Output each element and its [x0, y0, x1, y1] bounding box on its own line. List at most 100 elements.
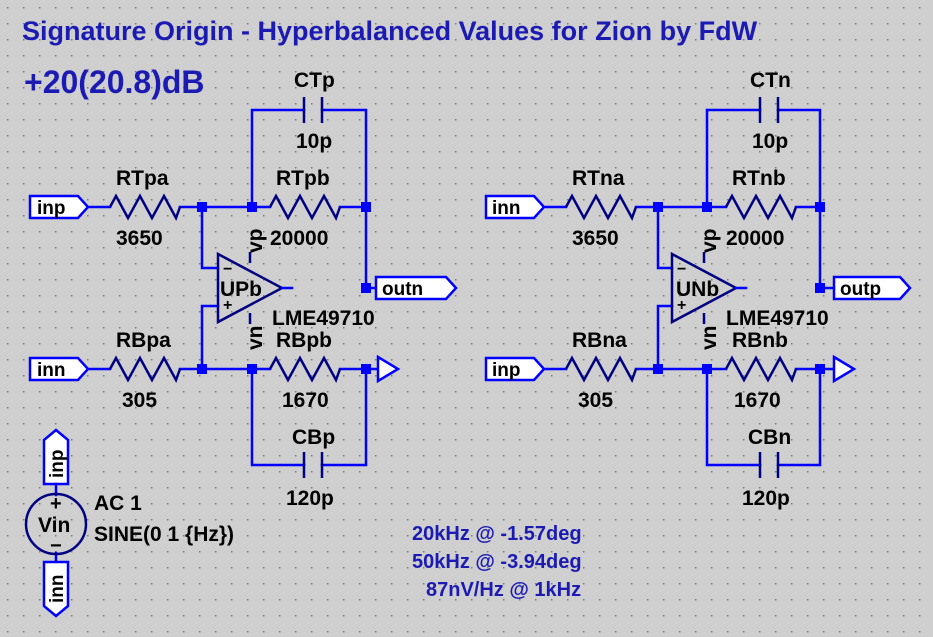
left-stage: − + inp inn outn CTp 10p RTpa 3650 RTpb … — [28, 69, 458, 510]
flag-inn-source-label: inn — [47, 575, 68, 604]
schematic-title: Signature Origin - Hyperbalanced Values … — [22, 16, 758, 46]
wire-plus-left — [200, 304, 220, 371]
flag-inp-right — [484, 356, 546, 382]
wire-cb-loop-left — [250, 367, 368, 467]
note-line-2: 50kHz @ -3.94deg — [412, 551, 582, 573]
cbn-name: CBn — [748, 426, 791, 449]
gain-label: +20(20.8)dB — [24, 64, 205, 100]
flag-outn — [374, 275, 458, 301]
flag-inn-left-label: inn — [37, 360, 66, 381]
junction — [197, 202, 207, 212]
capacitor-ctp — [302, 97, 324, 123]
ground-symbol-left — [376, 354, 401, 384]
junction — [815, 364, 825, 374]
right-stage: − + inn inp outp CTn 10p RTna 3650 RTnb … — [484, 69, 912, 510]
source-name: Vin — [38, 514, 70, 537]
opamp-upb-plus: + — [223, 297, 232, 314]
flag-inn-right-label: inn — [492, 198, 521, 219]
rtpa-name: RTpa — [116, 167, 169, 190]
flag-outp — [832, 275, 912, 301]
source-sine: SINE(0 1 {Hz}) — [94, 523, 234, 546]
opamp-upb-minus: − — [223, 261, 232, 278]
resistor-rbpb — [268, 355, 342, 384]
junction — [653, 202, 663, 212]
opamp-unb-vp: vp — [698, 228, 721, 253]
wire-plus-right — [656, 304, 674, 371]
ctp-value: 10p — [296, 130, 332, 153]
ctn-value: 10p — [752, 130, 788, 153]
opamp-unb-plus: + — [677, 297, 686, 314]
wire-minus-right — [656, 205, 674, 270]
cbn-value: 120p — [742, 487, 790, 510]
flag-inn-right — [484, 194, 546, 220]
opamp-upb-vp: vp — [244, 228, 267, 253]
opamp-upb-vn: vn — [244, 325, 267, 350]
flag-inp-source-label: inp — [47, 450, 68, 479]
junction — [653, 364, 663, 374]
ctp-name: CTp — [294, 69, 335, 92]
ctn-name: CTn — [750, 69, 791, 92]
opamp-upb-model: LME49710 — [272, 307, 375, 330]
resistor-rtna — [564, 193, 638, 222]
junction — [815, 283, 825, 293]
junction — [197, 364, 207, 374]
wire-ct-loop-right — [705, 108, 822, 209]
resistor-rtnb — [724, 193, 798, 222]
capacitor-cbp — [302, 452, 324, 478]
junction — [702, 202, 712, 212]
rtnb-name: RTnb — [732, 167, 786, 190]
junction — [361, 283, 371, 293]
cbp-value: 120p — [286, 487, 334, 510]
ground-symbol-right — [832, 354, 857, 384]
flag-inn-left — [28, 356, 90, 382]
source-circle — [24, 492, 88, 556]
rbna-name: RBna — [572, 329, 627, 352]
opamp-upb-name: UPb — [220, 278, 262, 301]
wire-minus-left — [200, 205, 220, 270]
rbnb-name: RBnb — [732, 329, 788, 352]
resistor-rbpa — [108, 355, 182, 384]
opamp-unb-name: UNb — [676, 278, 719, 301]
junction — [247, 364, 257, 374]
source-ac: AC 1 — [94, 492, 142, 515]
opamp-upb-symbol — [216, 251, 285, 325]
rbpa-value: 305 — [122, 389, 157, 412]
rtnb-value: 20000 — [726, 227, 784, 250]
junction — [247, 202, 257, 212]
rbnb-value: 1670 — [734, 389, 781, 412]
resistor-rtpb — [268, 193, 342, 222]
junction — [361, 202, 371, 212]
junction — [702, 364, 712, 374]
wire-cb-loop-right — [705, 367, 822, 467]
flag-inn-source — [42, 560, 70, 618]
flag-inp-source — [42, 428, 70, 486]
rbpb-name: RBpb — [276, 329, 332, 352]
flag-outn-label: outn — [382, 279, 423, 300]
resistor-rtpa — [108, 193, 182, 222]
rbna-value: 305 — [578, 389, 613, 412]
source-minus: − — [50, 535, 62, 557]
rtna-name: RTna — [572, 167, 625, 190]
capacitor-ctn — [758, 97, 780, 123]
opamp-unb-symbol — [670, 251, 739, 325]
opamp-unb-vn: vn — [698, 325, 721, 350]
opamp-unb-model: LME49710 — [726, 307, 829, 330]
wire-ct-loop-left — [250, 108, 368, 209]
resistor-rbna — [564, 355, 638, 384]
flag-inp-left — [28, 194, 90, 220]
junction — [361, 364, 371, 374]
flag-inp-right-label: inp — [492, 360, 521, 381]
voltage-source: inp + − Vin inn AC 1 SINE(0 1 {Hz}) — [24, 428, 234, 618]
rtna-value: 3650 — [572, 227, 619, 250]
source-plus: + — [50, 493, 62, 515]
cbp-name: CBp — [292, 426, 335, 449]
resistor-rbnb — [724, 355, 798, 384]
flag-inp-left-label: inp — [37, 198, 66, 219]
capacitor-cbn — [758, 452, 780, 478]
opamp-unb-minus: − — [677, 261, 686, 278]
flag-outp-label: outp — [840, 279, 881, 300]
rbpa-name: RBpa — [116, 329, 171, 352]
rtpa-value: 3650 — [116, 227, 163, 250]
rtpb-name: RTpb — [276, 167, 330, 190]
